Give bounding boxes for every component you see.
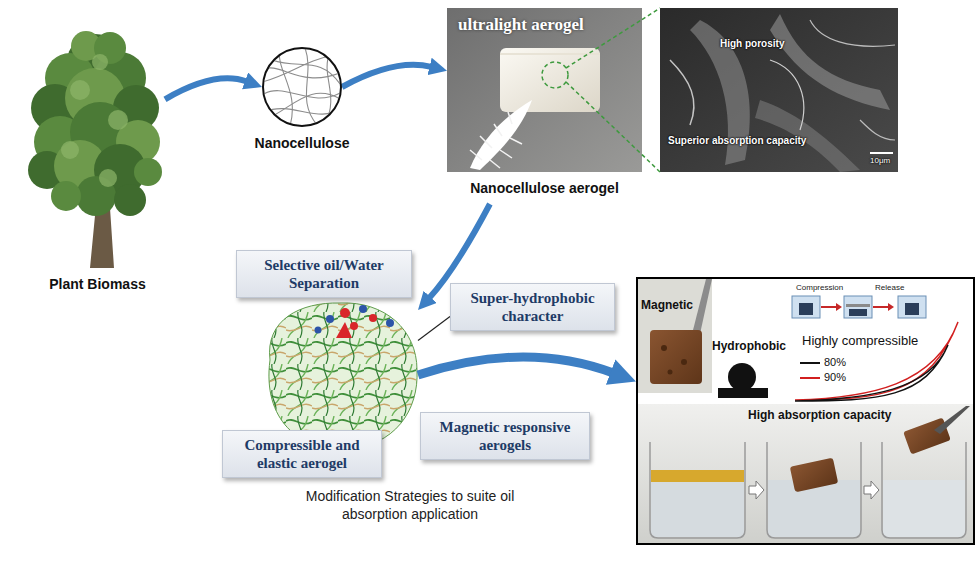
process-arrow — [418, 357, 613, 375]
box-label: Selective oil/Water Separation — [245, 256, 403, 292]
feature-box: Magnetic responsive aerogels — [420, 412, 590, 460]
node-caption: Modification Strategies to suite oil abs… — [297, 488, 523, 523]
scale-label: 10μm — [870, 156, 896, 166]
feature-box: Selective oil/Water Separation — [236, 250, 412, 298]
legend-item: 80% — [800, 356, 846, 369]
legend-text: 80% — [824, 356, 846, 368]
legend-item: 90% — [800, 371, 846, 384]
fibre-network — [262, 48, 342, 126]
callout-line — [418, 317, 450, 341]
tree-illustration — [28, 31, 162, 268]
nanocellulose-circle: Nanocellulose — [262, 47, 342, 127]
photo-label: Magnetic — [641, 298, 693, 312]
feature-box: Super-hydrophobic character — [450, 283, 615, 331]
zoom-line — [642, 8, 660, 172]
aerogel-photo: ultralight aerogelNanocellulose aerogel — [447, 8, 642, 204]
photo-label: High absorption capacity — [748, 408, 891, 422]
legend-line — [800, 362, 820, 364]
sem-image-art — [660, 8, 898, 172]
sem-image: High porositySuperior absorption capacit… — [660, 8, 898, 172]
diagram-label: Compression — [796, 284, 843, 293]
plant-illustration: Plant Biomass — [30, 40, 165, 298]
stress-curves — [795, 322, 958, 401]
image-annotation: High porosity — [720, 38, 840, 50]
node-caption: Nanocellulose aerogel — [447, 180, 642, 197]
droplet-symbol — [718, 363, 768, 398]
legend-line — [800, 377, 820, 379]
box-label: Compressible and elastic aerogel — [231, 436, 373, 472]
process-arrow — [165, 78, 247, 99]
compression-diagram — [792, 296, 926, 318]
legend-text: 90% — [824, 371, 846, 383]
photo-title: ultralight aerogel — [458, 15, 608, 35]
chart-label: Highly compressible — [802, 333, 918, 349]
aerogel-network: Modification Strategies to suite oil abs… — [262, 300, 418, 450]
image-annotation: Superior absorption capacity — [668, 135, 848, 147]
box-label: Super-hydrophobic character — [459, 289, 606, 325]
beaker-photos — [638, 404, 973, 543]
feature-box: Compressible and elastic aerogel — [222, 430, 382, 478]
diagram-label: Release — [875, 284, 904, 293]
photo-label: Hydrophobic — [712, 339, 786, 353]
aerogel-network-art — [269, 303, 417, 449]
node-caption: Nanocellulose — [232, 135, 372, 152]
node-caption: Plant Biomass — [30, 276, 165, 293]
magnetic-photo — [638, 279, 712, 393]
box-label: Magnetic responsive aerogels — [429, 418, 581, 454]
aerogel-photo-art — [447, 8, 642, 172]
process-arrow — [342, 65, 431, 87]
results-panel: MagneticHydrophobic Highly compressibleHi… — [636, 277, 975, 545]
